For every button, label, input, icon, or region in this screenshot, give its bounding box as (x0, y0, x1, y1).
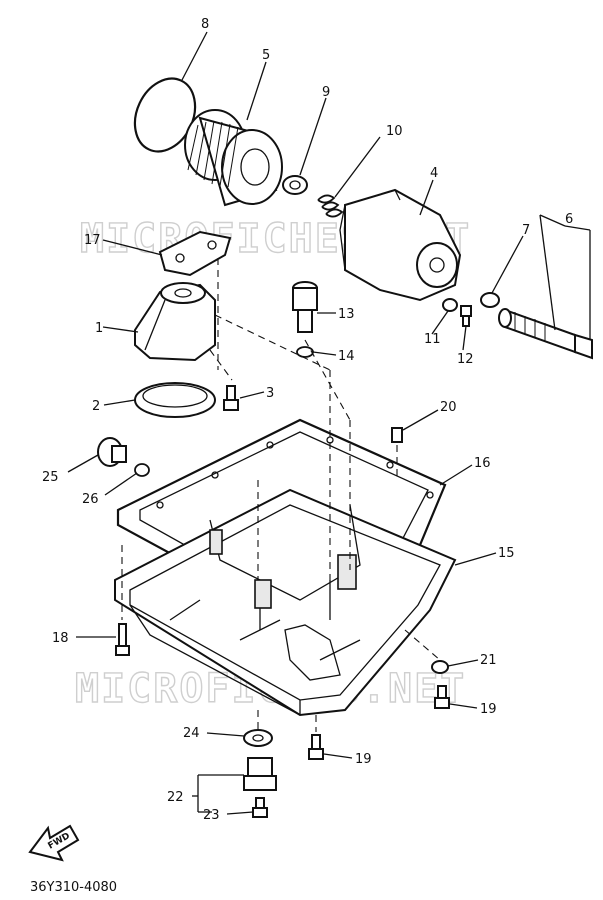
callout-23: 23 (203, 808, 220, 823)
callout-7: 7 (522, 223, 530, 238)
callout-13: 13 (338, 307, 355, 322)
part-25-plug (97, 437, 127, 467)
part-22-drain-bolt (243, 757, 277, 791)
callout-labels: 8 5 9 10 4 6 7 17 1 2 3 13 14 11 12 20 1… (42, 17, 573, 823)
callout-10: 10 (386, 124, 403, 139)
part-20-washer (431, 660, 449, 674)
part-12-bolt (460, 305, 472, 327)
callout-19-right: 19 (480, 702, 497, 717)
callout-8: 8 (201, 17, 209, 32)
assembly-lines (121, 258, 441, 732)
part-19-bolt-right (434, 685, 450, 709)
part-11-washer (442, 298, 458, 312)
callout-20: 21 (480, 653, 497, 668)
part-21-dowel (391, 427, 403, 443)
part-7-o-ring (480, 292, 500, 308)
part-19-bolt-center (308, 734, 324, 760)
part-4-filter-cover (339, 188, 462, 302)
part-3-bolt (223, 385, 239, 411)
callout-19-center: 19 (355, 752, 372, 767)
callout-2: 2 (92, 399, 100, 414)
part-15-oil-pan (114, 488, 457, 717)
callout-15: 15 (498, 546, 515, 561)
callout-18: 18 (52, 631, 69, 646)
callout-17: 17 (84, 233, 101, 248)
part-10-spring (317, 194, 344, 218)
callout-21: 20 (440, 400, 457, 415)
diagram-code: 36Y310-4080 (30, 880, 117, 895)
callout-24: 24 (183, 726, 200, 741)
callout-26: 26 (82, 492, 99, 507)
callout-1: 1 (95, 321, 103, 336)
callout-16: 16 (474, 456, 491, 471)
part-17-gasket (158, 230, 232, 277)
callout-25: 25 (42, 470, 59, 485)
part-24-washer (243, 729, 273, 747)
part-1-housing (134, 282, 216, 362)
part-6-bolt (498, 308, 593, 360)
callout-12: 12 (457, 352, 474, 367)
part-5-oil-filter (184, 109, 283, 207)
part-9-washer (282, 175, 308, 195)
part-26-o-ring (134, 463, 150, 477)
callout-22: 22 (167, 790, 184, 805)
callout-6: 6 (565, 212, 573, 227)
callout-11: 11 (424, 332, 441, 347)
callout-14: 14 (338, 349, 355, 364)
part-14-o-ring (296, 346, 314, 358)
fwd-arrow-icon: FWD (28, 824, 80, 862)
part-23-bolt (252, 797, 268, 818)
callout-9: 9 (322, 85, 330, 100)
callout-3: 3 (266, 386, 274, 401)
part-13-pipe (292, 281, 318, 333)
callout-4: 4 (430, 166, 438, 181)
callout-5: 5 (262, 48, 270, 63)
part-18-bolt (115, 623, 130, 656)
leader-lines (67, 31, 591, 815)
part-2-strainer (134, 382, 216, 418)
